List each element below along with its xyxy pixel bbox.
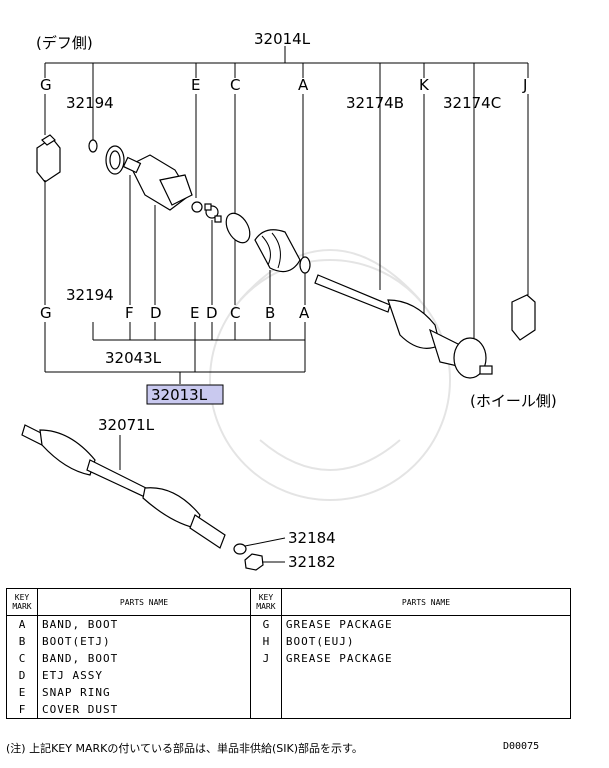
row-key: J: [249, 650, 282, 667]
row-key: C: [6, 650, 38, 667]
bottom-letter-D2: D: [206, 304, 218, 322]
top-letter-J: J: [522, 76, 527, 94]
header-key-mark-right: KEY MARK: [249, 588, 282, 616]
watermark-icon: [209, 249, 451, 501]
header-parts-name-left: PARTS NAME: [37, 588, 251, 616]
row-name: GREASE PACKAGE: [280, 650, 572, 667]
diagram-code: D00075: [503, 741, 540, 752]
row-name: [280, 667, 572, 684]
label-wheel-side: (ホイール側): [470, 392, 557, 410]
bottom-letter-B: B: [265, 304, 275, 322]
row-name: [280, 701, 572, 719]
table-row: C BAND, BOOT J GREASE PACKAGE: [6, 650, 572, 667]
row-key: B: [6, 633, 38, 650]
row-name: COVER DUST: [37, 701, 251, 719]
top-letter-E: E: [191, 76, 200, 94]
table-row: B BOOT(ETJ) H BOOT(EUJ): [6, 633, 572, 650]
row-key: F: [6, 701, 38, 719]
row-key: E: [6, 684, 38, 701]
row-name: BAND, BOOT: [37, 615, 251, 633]
row-name: BAND, BOOT: [37, 650, 251, 667]
table-header-row: KEY MARK PARTS NAME KEY MARK PARTS NAME: [6, 588, 572, 616]
table-row: D ETJ ASSY: [6, 667, 572, 684]
row-name: GREASE PACKAGE: [280, 615, 572, 633]
row-name: [280, 684, 572, 701]
bottom-letter-G: G: [40, 304, 52, 322]
row-key: A: [6, 615, 38, 633]
highlight-32013L-box: [146, 384, 224, 405]
label-32014L: 32014L: [254, 30, 311, 48]
band-boot-a: [299, 256, 311, 274]
nut-32182: [244, 553, 264, 571]
label-32174C: 32174C: [443, 94, 501, 112]
header-parts-name-right: PARTS NAME: [280, 588, 572, 616]
bottom-letter-C: C: [230, 304, 240, 322]
bottom-letter-D: D: [150, 304, 162, 322]
tripod-joint: [204, 203, 222, 223]
row-name: BOOT(EUJ): [280, 633, 572, 650]
parts-key-table: KEY MARK PARTS NAME KEY MARK PARTS NAME …: [6, 588, 572, 719]
header-key-mark-left: KEY MARK: [6, 588, 38, 616]
washer-32184: [233, 543, 247, 555]
top-letter-G: G: [40, 76, 52, 94]
bottom-letter-E: E: [190, 304, 199, 322]
grease-package-left: [36, 134, 61, 183]
top-letter-K: K: [419, 76, 430, 94]
label-32043L: 32043L: [105, 349, 162, 367]
boot-etj: [254, 229, 301, 273]
label-32184: 32184: [288, 529, 336, 547]
row-key: [249, 667, 282, 684]
label-32071L: 32071L: [98, 416, 155, 434]
top-letter-A: A: [298, 76, 309, 94]
label-diff-side: (デフ側): [36, 34, 93, 52]
drive-shaft-right: [314, 274, 493, 379]
row-name: BOOT(ETJ): [37, 633, 251, 650]
table-row: F COVER DUST: [6, 701, 572, 719]
bottom-letter-F: F: [125, 304, 134, 322]
label-32174B: 32174B: [346, 94, 404, 112]
grease-package-right: [511, 294, 536, 341]
row-key: D: [6, 667, 38, 684]
row-key: [249, 684, 282, 701]
table-row: E SNAP RING: [6, 684, 572, 701]
row-key: G: [249, 615, 282, 633]
exploded-parts-diagram: G E C A K J (デフ側) 32014L 32194 32174B 32…: [21, 30, 557, 571]
bottom-letter-A: A: [299, 304, 310, 322]
footnote: (注) 上記KEY MARKの付いている部品は、単品非供給(SIK)部品を示す。: [6, 742, 363, 755]
label-32194-top: 32194: [66, 94, 114, 112]
label-32182: 32182: [288, 553, 336, 571]
row-name: ETJ ASSY: [37, 667, 251, 684]
top-letter-C: C: [230, 76, 240, 94]
label-32013L: 32013L: [151, 386, 208, 404]
drive-shaft-complete: [21, 424, 226, 549]
snap-ring-32194: [88, 139, 98, 153]
etj-assy-housing: [122, 154, 193, 211]
label-32194-bottom: 32194: [66, 286, 114, 304]
table-row: A BAND, BOOT G GREASE PACKAGE: [6, 615, 572, 633]
snap-ring-e: [191, 201, 203, 213]
band-boot-c: [225, 212, 251, 244]
row-key: [249, 701, 282, 719]
row-key: H: [249, 633, 282, 650]
row-name: SNAP RING: [37, 684, 251, 701]
